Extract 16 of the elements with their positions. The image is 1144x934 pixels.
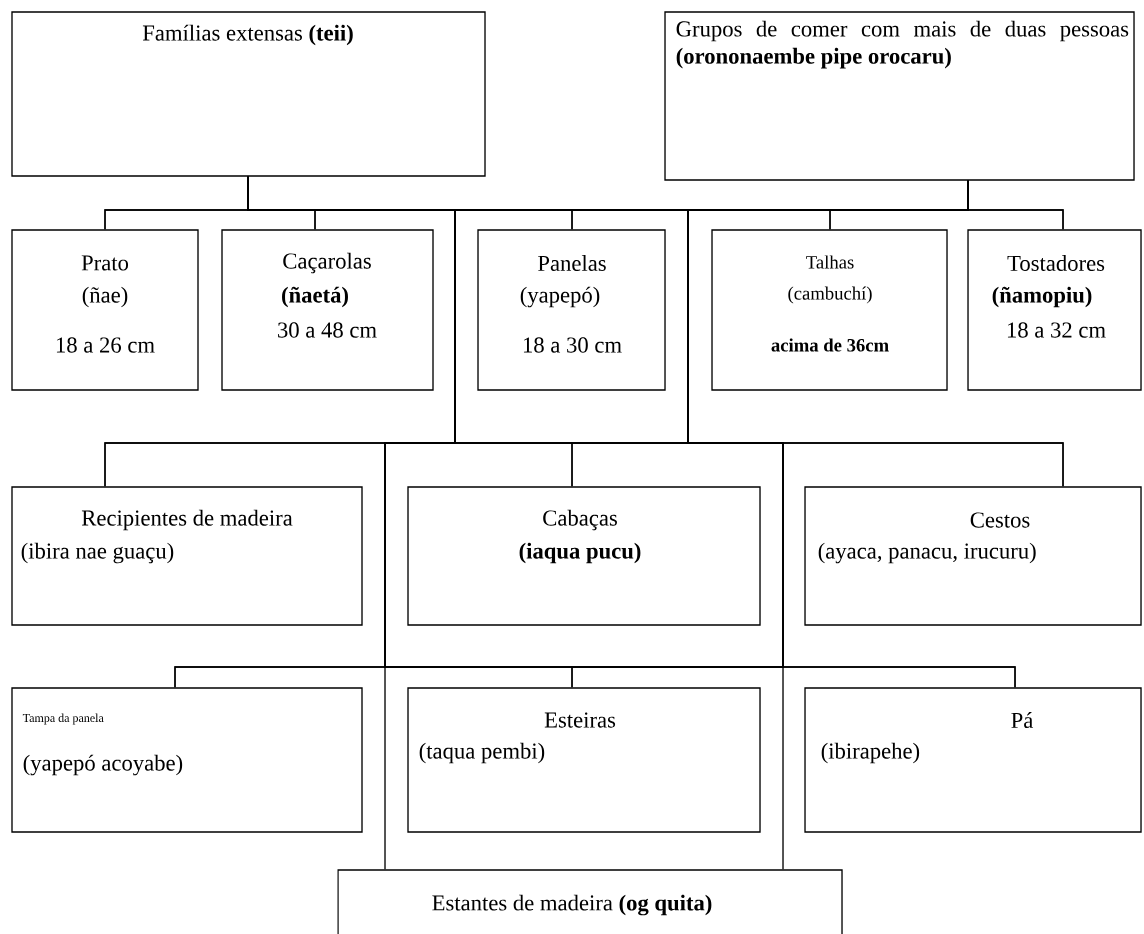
box: Prato (ñae) 18 a 26 cm	[11, 229, 199, 391]
connector-line	[247, 176, 456, 870]
box: Tampa da panela (yapepó acoyabe)	[11, 687, 363, 833]
box: Talhas (cambuchí) acima de 36cm	[711, 229, 948, 391]
box: Cestos (ayaca, panacu, irucuru)	[804, 486, 1142, 626]
connector-line	[687, 180, 969, 870]
box: Caçarolas (ñaetá) 30 a 48 cm	[221, 229, 434, 391]
box: Cabaças (iaqua pucu)	[407, 486, 761, 626]
box: Famílias extensas (teii)	[11, 11, 486, 177]
box: Pá (ibirapehe)	[804, 687, 1142, 833]
box: Recipientes de madeira (ibira nae guaçu)	[11, 486, 363, 626]
box: Tostadores (ñamopiu) 18 a 32 cm	[967, 229, 1142, 391]
box: Grupos de comer com mais de duas pessoas (orononaembe pipe orocaru)	[664, 11, 1135, 181]
box: Esteiras (taqua pembi)	[407, 687, 761, 833]
box: Panelas (yapepó) 18 a 30 cm	[477, 229, 666, 391]
box: Estantes de madeira (og quita)	[337, 869, 843, 934]
